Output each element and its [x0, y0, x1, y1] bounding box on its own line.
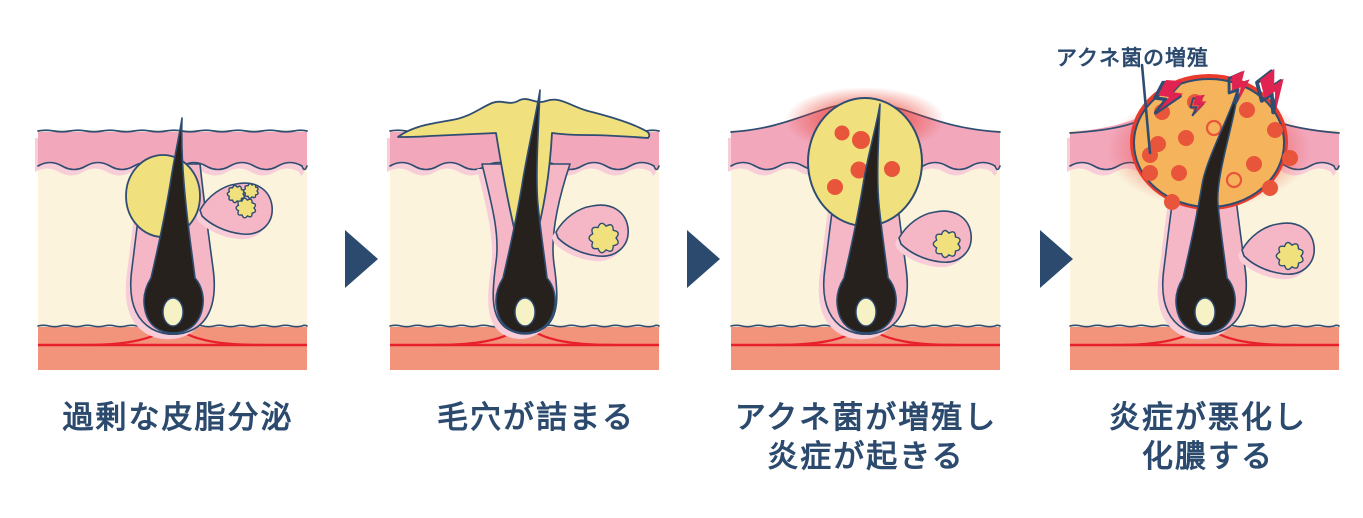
dermal-papilla: [162, 297, 184, 327]
skin-cross-section-clogged-pore: [387, 89, 660, 370]
acne-bacteria-dot: [1239, 102, 1255, 118]
stage-2-caption: 毛穴が詰まる: [386, 399, 686, 438]
hair-shaft: [143, 117, 204, 334]
acne-bacteria-dot: [834, 125, 850, 141]
arrow-right-icon: [1040, 230, 1073, 288]
stage-4-panel: [1062, 40, 1347, 370]
annotation-pointer-line: [1140, 63, 1152, 155]
stage-1-caption: 過剰な皮脂分泌: [28, 399, 328, 438]
acne-bacteria-dot: [1267, 122, 1283, 138]
caption-line: 過剰な皮脂分泌: [62, 400, 294, 436]
sebaceous-gland: [196, 182, 273, 240]
stage-3-caption: アクネ菌が増殖し 炎症が起きる: [716, 399, 1016, 477]
hair-shaft: [495, 89, 556, 334]
acne-bacteria-dot: [1178, 130, 1194, 146]
sebaceous-gland: [552, 204, 629, 262]
hair-shaft: [1175, 85, 1239, 334]
stage-3-panel: [723, 40, 1008, 370]
dermal-papilla: [514, 297, 536, 327]
acne-bacteria-dot: [1246, 156, 1262, 172]
acne-bacteria-dot: [850, 161, 868, 179]
caption-line: 毛穴が詰まる: [437, 400, 635, 436]
inflammation-lightning-icon: [1153, 68, 1284, 117]
acne-bacteria-dot: [1282, 150, 1298, 166]
acne-bacteria-dot: [1171, 165, 1187, 181]
hair-shaft: [836, 103, 897, 334]
skin-cross-section-inflamed-comedone: [728, 87, 1001, 370]
caption-line: 炎症が起きる: [767, 439, 965, 475]
dermal-papilla: [855, 297, 877, 327]
stage-2-panel: [382, 40, 667, 370]
stage-1-panel: [30, 40, 315, 370]
acne-bacteria-dot: [1262, 180, 1278, 196]
stage-4-caption: 炎症が悪化し 化膿する: [1058, 399, 1358, 477]
acne-bacteria-dot: [884, 161, 900, 177]
acne-bacteria-dot: [827, 179, 843, 195]
sebaceous-gland: [895, 210, 972, 268]
acne-bacteria-dot: [1142, 147, 1158, 163]
acne-bacteria-annotation-label: アクネ菌の増殖: [1056, 46, 1209, 70]
dermal-papilla: [1194, 297, 1216, 327]
arrow-right-icon: [687, 230, 720, 288]
arrow-right-icon: [345, 230, 378, 288]
sebaceous-gland: [1238, 222, 1315, 280]
caption-line: 炎症が悪化し: [1109, 400, 1307, 436]
skin-cross-section-pustule: [1067, 63, 1340, 370]
pustule-with-bacteria: [1130, 74, 1298, 220]
caption-line: 化膿する: [1142, 439, 1274, 475]
acne-bacteria-dot: [1164, 194, 1180, 210]
acne-bacteria-dot: [1142, 165, 1158, 181]
skin-cross-section-excess-sebum: [35, 117, 308, 370]
acne-bacteria-dot: [852, 131, 870, 149]
caption-line: アクネ菌が増殖し: [734, 400, 998, 436]
acne-bacteria-dot: [1150, 136, 1166, 152]
